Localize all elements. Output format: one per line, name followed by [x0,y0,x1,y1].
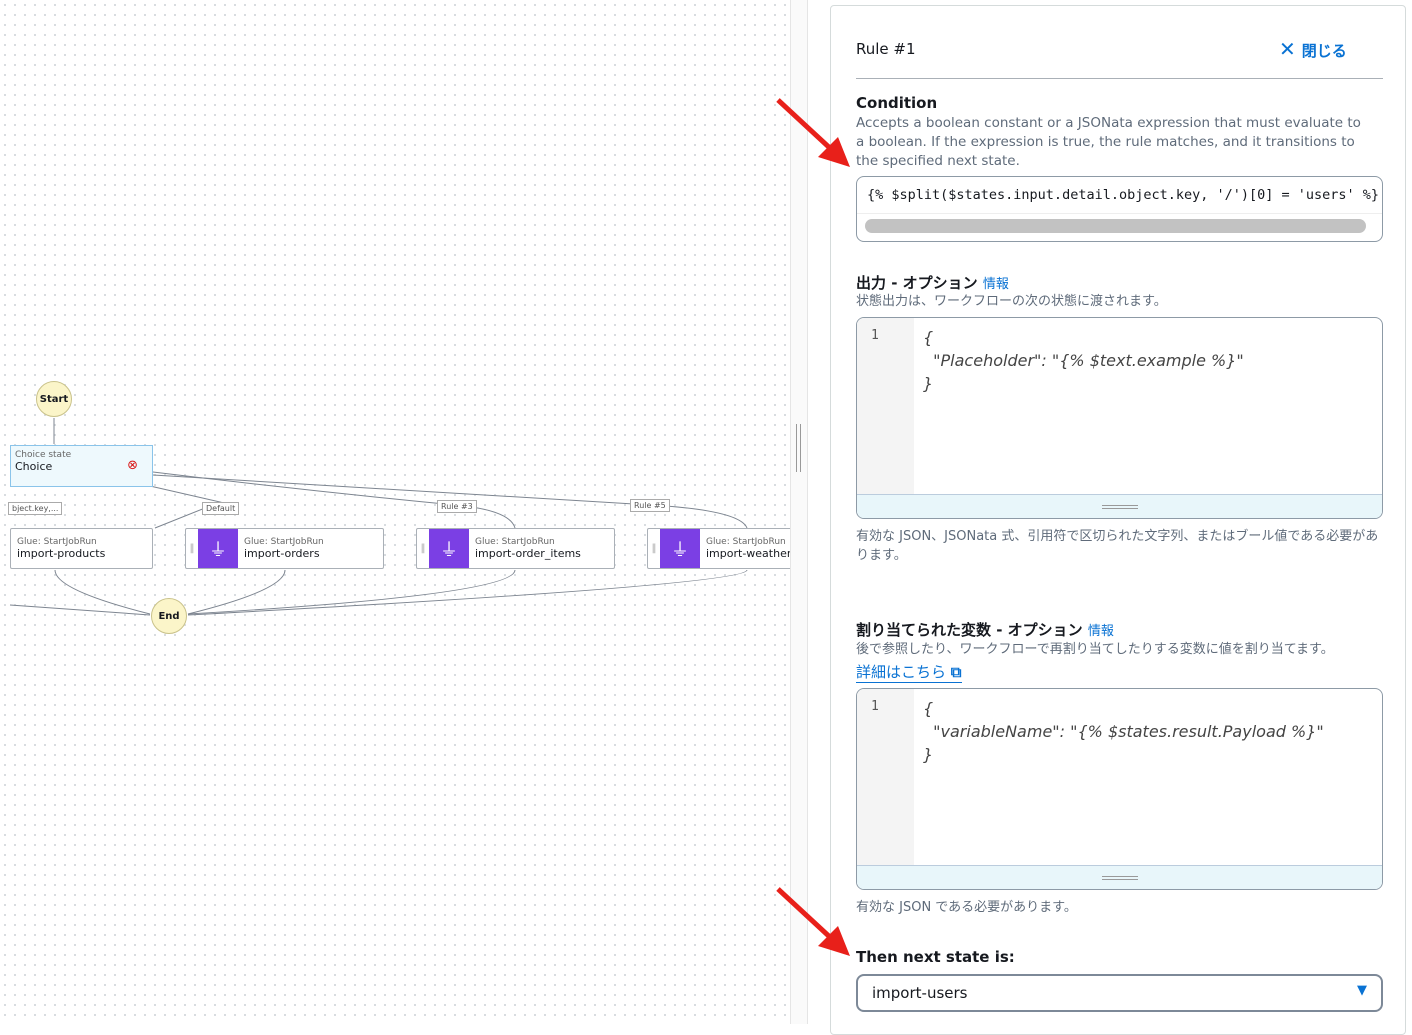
glue-icon: ⏚ [198,529,238,568]
end-label: End [158,610,180,622]
edge-label: Rule #5 [630,499,670,512]
assign-code[interactable]: { "variableName": "{% $states.result.Pay… [923,699,1324,764]
divider [856,78,1383,79]
close-label: 閉じる [1301,42,1347,60]
close-icon: ✕ [1279,37,1296,61]
condition-heading: Condition [856,94,938,112]
node-name: import-weather [706,547,790,560]
drag-handle-icon[interactable]: ‖ [420,543,426,554]
edge-weather-end [187,569,748,616]
node-type: Glue: StartJobRun [17,537,97,547]
choice-name: Choice [15,460,53,473]
next-state-label: Then next state is: [856,948,1015,966]
drag-handle-icon[interactable]: ‖ [651,543,657,554]
assign-heading-text: 割り当てられた変数 - オプション [856,621,1083,639]
edge-rule3 [152,471,516,529]
edges [9,418,748,616]
learn-more-link[interactable]: 詳細はこちら ⧉ [856,661,962,683]
edge-label: bject.key,... [8,502,63,515]
output-heading: 出力 - オプション 情報 [856,272,1009,293]
assign-editor[interactable]: 1 { "variableName": "{% $states.result.P… [856,688,1383,890]
start-label: Start [39,393,69,405]
node-type: Glue: StartJobRun [706,537,786,547]
condition-value[interactable]: {% $split($states.input.detail.object.ke… [867,187,1379,203]
edge-products-end [54,569,151,615]
node-name: import-products [17,547,106,560]
annotation-arrow-icon [776,98,850,167]
output-editor[interactable]: 1 { "Placeholder": "{% $text.example %}"… [856,317,1383,519]
panel-resize-handle[interactable] [790,0,808,1024]
edge-rule5 [152,474,748,529]
edge-items-end [187,569,516,615]
editor-resize-handle[interactable] [857,865,1382,889]
output-code[interactable]: { "Placeholder": "{% $text.example %}" } [923,328,1244,393]
caret-down-icon: ▼ [1357,983,1367,998]
node-type: Glue: StartJobRun [475,537,555,547]
condition-description: Accepts a boolean constant or a JSONata … [856,115,1361,169]
node-name: import-orders [244,547,320,560]
rule-panel: Rule #1 ✕ 閉じる Condition Accepts a boolean… [830,5,1406,1035]
editor-resize-handle[interactable] [857,494,1382,518]
next-state-value: import-users [872,984,968,1002]
edge-label: Rule #3 [437,500,477,513]
assign-heading: 割り当てられた変数 - オプション 情報 [856,619,1114,640]
node-type: Glue: StartJobRun [244,537,324,547]
edge-orders-end [187,569,286,615]
glue-icon: ⏚ [660,529,700,568]
end-node[interactable]: End [151,598,187,634]
choice-node[interactable]: Choice state Choice ⊗ [10,445,153,487]
choice-type: Choice state [15,450,72,460]
edge-left-end [9,604,151,616]
line-number: 1 [857,689,914,865]
annotation-arrow-icon [776,887,850,956]
start-node[interactable]: Start [36,381,72,417]
error-icon: ⊗ [127,458,138,473]
output-hint: 有効な JSON、JSONata 式、引用符で区切られた文字列、またはブール値で… [856,529,1379,563]
workflow-canvas[interactable]: Start Choice state Choice ⊗ bject.key,..… [0,0,790,1024]
condition-input[interactable]: {% $split($states.input.detail.object.ke… [856,176,1383,242]
node-name: import-order_items [475,547,581,560]
info-link[interactable]: 情報 [1087,624,1114,639]
next-state-select[interactable]: import-users ▼ [856,974,1383,1012]
edge-label: Default [202,502,240,515]
horizontal-scrollbar[interactable] [865,219,1366,233]
drag-handle-icon[interactable]: ‖ [189,543,195,554]
close-button[interactable]: ✕ 閉じる [1279,37,1347,61]
external-link-icon: ⧉ [950,663,962,681]
assign-hint: 有効な JSON である必要があります。 [856,900,1077,915]
info-link[interactable]: 情報 [982,277,1009,292]
line-number: 1 [857,318,914,494]
panel-title: Rule #1 [856,40,916,58]
glue-icon: ⏚ [429,529,469,568]
assign-description: 後で参照したり、ワークフローで再割り当てしたりする変数に値を割り当てます。 [856,642,1334,657]
output-heading-text: 出力 - オプション [856,274,978,292]
output-description: 状態出力は、ワークフローの次の状態に渡されます。 [856,294,1167,309]
learn-more-text: 詳細はこちら [856,663,947,681]
